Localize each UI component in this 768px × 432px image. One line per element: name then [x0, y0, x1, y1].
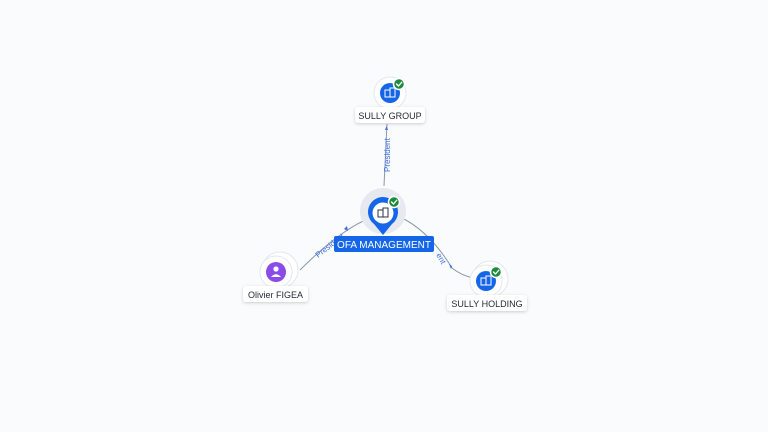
edge-main-to-top[interactable]	[383, 123, 388, 187]
node-ofa-management[interactable]: OFA MANAGEMENT	[334, 188, 434, 252]
node-label-box	[355, 107, 425, 123]
node-label-box	[447, 295, 527, 311]
edge-main-to-right[interactable]	[401, 217, 475, 279]
node-label: SULLY HOLDING	[451, 299, 522, 309]
edge-label-right: ent	[434, 252, 448, 267]
edge-arrow-top	[385, 126, 388, 130]
edge-arrow-left	[344, 226, 348, 231]
main-node-label: OFA MANAGEMENT	[337, 240, 431, 251]
edge-label-top: President	[383, 137, 392, 172]
check-badge-icon	[392, 77, 406, 91]
building-icon	[480, 275, 492, 286]
building-icon	[377, 207, 389, 218]
node-olivier-figea[interactable]: Olivier FIGEA	[243, 251, 308, 302]
person-avatar	[266, 262, 286, 282]
edge-arrow-right	[449, 264, 452, 269]
node-label: Olivier FIGEA	[248, 290, 303, 300]
node-label-box	[243, 286, 308, 302]
person-icon	[271, 266, 281, 277]
building-icon	[384, 87, 396, 98]
check-badge-icon	[387, 195, 401, 209]
node-sully-group[interactable]: SULLY GROUP	[355, 76, 425, 123]
node-sully-holding[interactable]: SULLY HOLDING	[447, 260, 527, 311]
check-badge-icon	[489, 265, 503, 279]
node-label: SULLY GROUP	[358, 111, 421, 121]
main-node-label-box	[334, 236, 434, 252]
